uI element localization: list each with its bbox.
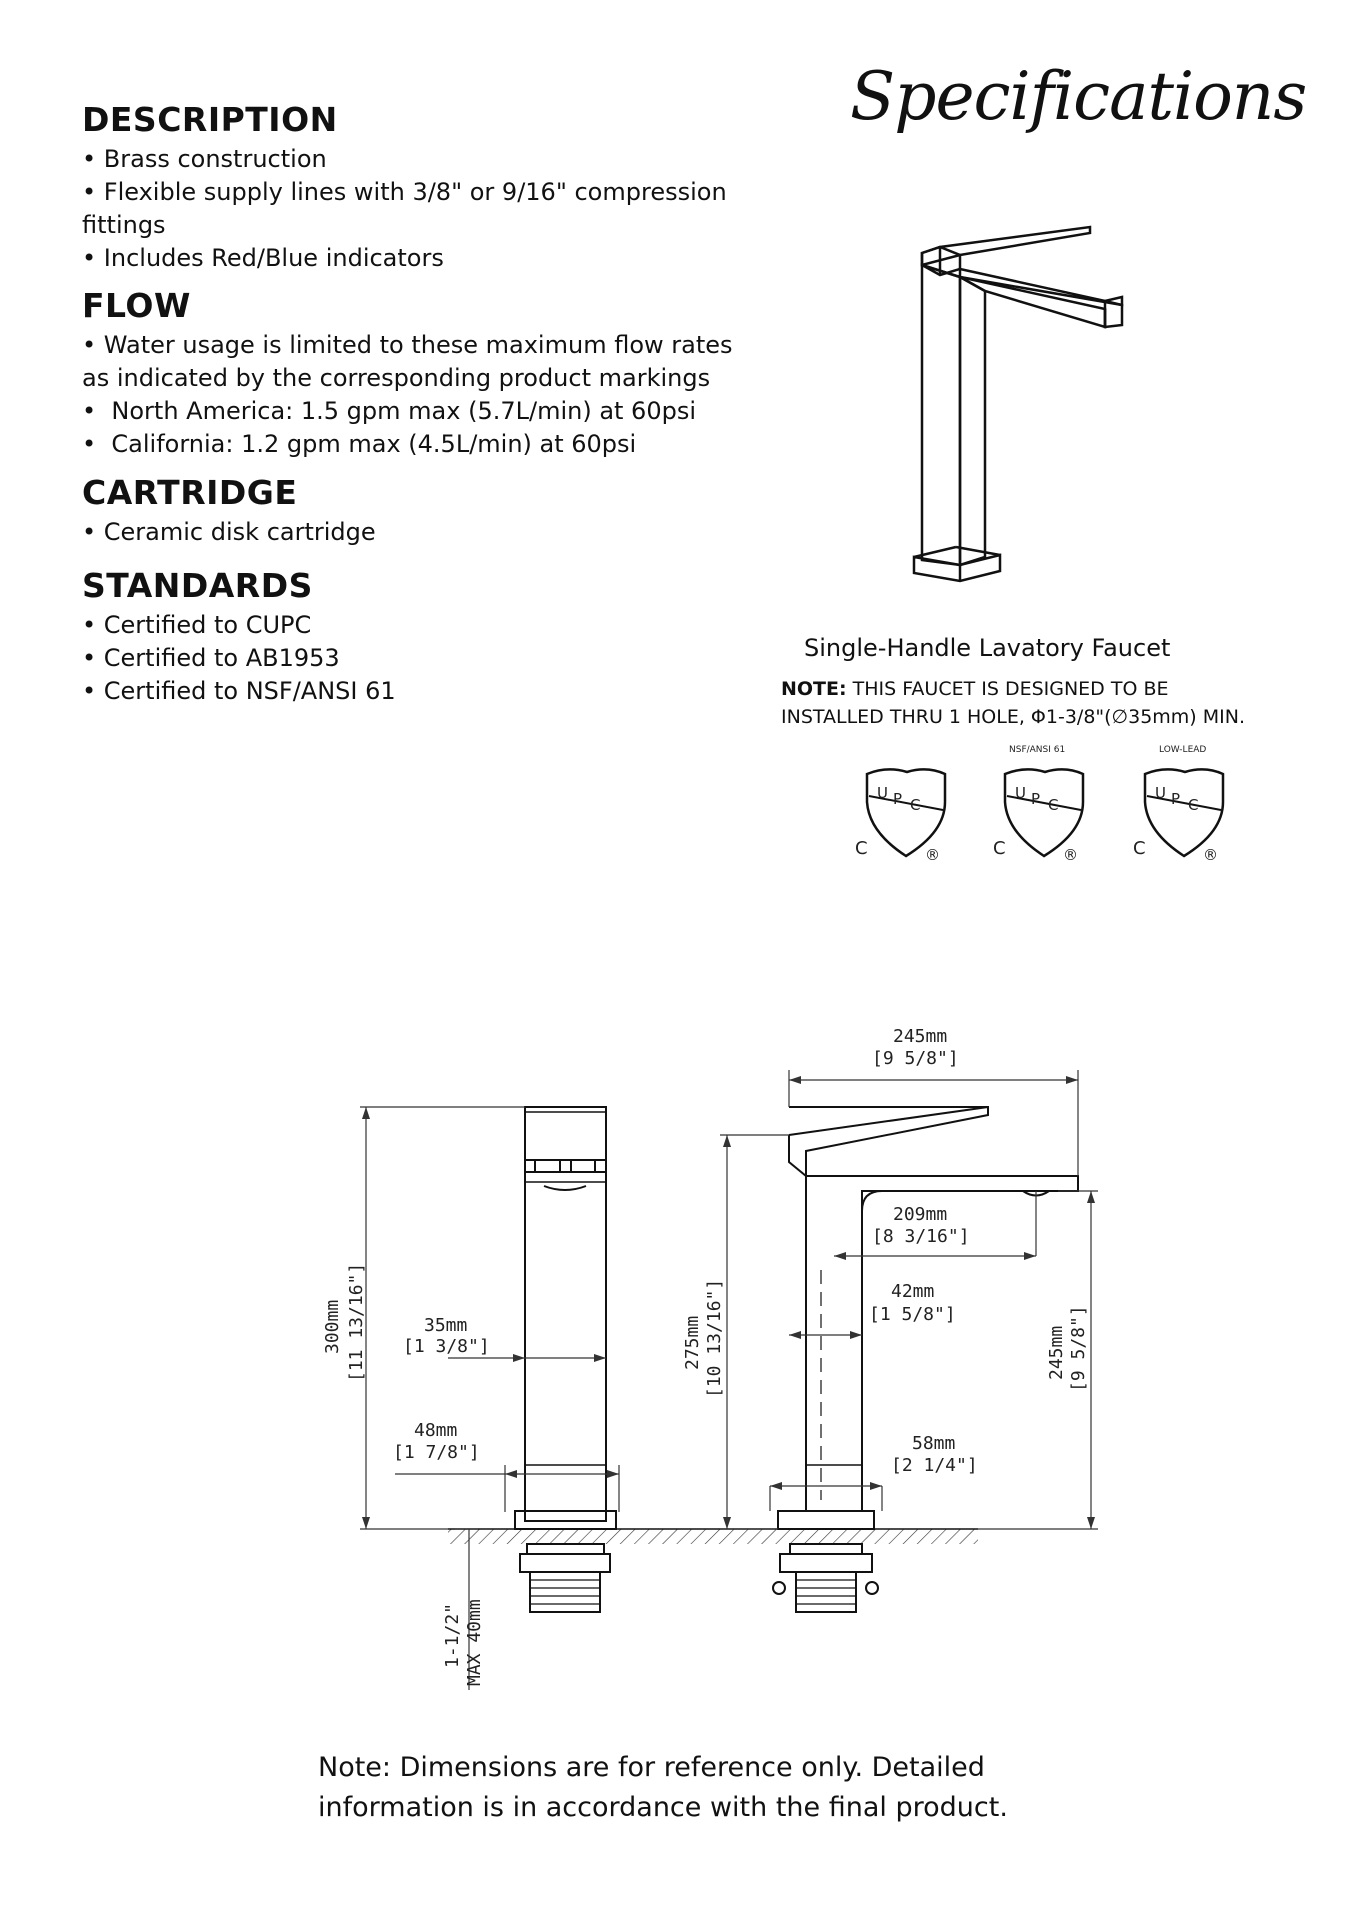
note-line-1: THIS FAUCET IS DESIGNED TO BE: [846, 678, 1169, 700]
standards-list: • Certified to CUPC • Certified to AB195…: [82, 609, 782, 708]
note-label: NOTE:: [781, 678, 847, 700]
flow-line: • Water usage is limited to these maximu…: [82, 331, 733, 359]
front-view-body: [524, 1106, 607, 1522]
dim-275mm-in: [10 13/16"]: [704, 1279, 725, 1398]
description-line: • Flexible supply lines with 3/8" or 9/1…: [82, 178, 727, 206]
dim-42mm-in: [1 5/8"]: [869, 1304, 956, 1325]
dim-209mm: 209mm: [893, 1204, 947, 1225]
cartridge-heading: CARTRIDGE: [82, 473, 298, 512]
cartridge-line: • Ceramic disk cartridge: [82, 518, 376, 546]
cert-label: LOW-LEAD: [1159, 745, 1206, 755]
standards-heading: STANDARDS: [82, 566, 313, 605]
dim-275mm: 275mm: [682, 1316, 703, 1370]
dim-35mm: 35mm: [424, 1315, 467, 1336]
cert-letter: U: [1015, 784, 1026, 802]
dim-deck-in: 1-1/2": [442, 1603, 463, 1668]
cartridge-list: • Ceramic disk cartridge: [82, 516, 782, 549]
dim-209mm-in: [8 3/16"]: [872, 1226, 970, 1247]
dim-35mm-in: [1 3/8"]: [403, 1336, 490, 1357]
description-line: • Includes Red/Blue indicators: [82, 244, 444, 272]
description-line: fittings: [82, 211, 166, 239]
note-line-2: INSTALLED THRU 1 HOLE, Φ1-3/8"(∅35mm) MI…: [781, 706, 1246, 728]
cert-letter: C: [1188, 796, 1198, 814]
dim-245mm: 245mm: [893, 1026, 947, 1047]
cupc-mark: U P C C ®: [855, 768, 947, 862]
flow-line: • North America: 1.5 gpm max (5.7L/min) …: [82, 397, 697, 425]
faucet-perspective-drawing: [912, 225, 1124, 583]
cert-letter: U: [877, 784, 888, 802]
dim-245mm-outlet-in: [9 5/8"]: [1068, 1305, 1089, 1392]
cert-letter: C: [1048, 796, 1058, 814]
dim-58mm-in: [2 1/4"]: [891, 1455, 978, 1476]
description-heading: DESCRIPTION: [82, 100, 338, 139]
standards-line: • Certified to AB1953: [82, 644, 340, 672]
dim-58mm: 58mm: [912, 1433, 955, 1454]
dim-deck-mm: MAX 40mm: [464, 1599, 485, 1686]
cert-letter: P: [893, 790, 902, 808]
dim-245mm-outlet: 245mm: [1046, 1326, 1067, 1380]
product-caption: Single-Handle Lavatory Faucet: [804, 634, 1171, 662]
cert-letter: P: [1171, 790, 1180, 808]
dim-300mm-in: [11 13/16"]: [346, 1263, 367, 1382]
flow-line: • California: 1.2 gpm max (4.5L/min) at …: [82, 430, 637, 458]
certification-marks: U P C C ® NSF/ANSI 61 U P C C ® LOW-LEAD…: [855, 745, 1245, 862]
cert-letter: C: [855, 838, 868, 859]
registered-mark: ®: [925, 846, 940, 862]
standards-line: • Certified to CUPC: [82, 611, 312, 639]
dim-245mm-in: [9 5/8"]: [872, 1048, 959, 1069]
cupc-low-lead-mark: LOW-LEAD U P C C ®: [1133, 745, 1225, 862]
dim-48mm-in: [1 7/8"]: [393, 1442, 480, 1463]
flow-list: • Water usage is limited to these maximu…: [82, 329, 782, 461]
countertop-hatch: [448, 1529, 978, 1544]
cert-letter: C: [910, 796, 920, 814]
standards-line: • Certified to NSF/ANSI 61: [82, 677, 396, 705]
flow-line: as indicated by the corresponding produc…: [82, 364, 711, 392]
dim-42mm: 42mm: [891, 1281, 934, 1302]
footer-note: Note: Dimensions are for reference only.…: [318, 1748, 1008, 1828]
description-list: • Brass construction • Flexible supply l…: [82, 143, 782, 275]
cupc-nsf-mark: NSF/ANSI 61 U P C C ®: [993, 745, 1085, 862]
dim-48mm: 48mm: [414, 1420, 457, 1441]
registered-mark: ®: [1063, 846, 1078, 862]
footer-line-1: Note: Dimensions are for reference only.…: [318, 1752, 985, 1783]
cert-letter: C: [993, 838, 1006, 859]
cert-letter: C: [1133, 838, 1146, 859]
cert-letter: U: [1155, 784, 1166, 802]
cert-label: NSF/ANSI 61: [1009, 745, 1065, 755]
footer-line-2: information is in accordance with the fi…: [318, 1792, 1008, 1823]
registered-mark: ®: [1203, 846, 1218, 862]
page-title: Specifications: [850, 58, 1307, 135]
installation-note: NOTE: THIS FAUCET IS DESIGNED TO BE INST…: [781, 675, 1245, 731]
flow-heading: FLOW: [82, 286, 191, 325]
dim-300mm: 300mm: [322, 1300, 343, 1354]
cert-letter: P: [1031, 790, 1040, 808]
description-line: • Brass construction: [82, 145, 327, 173]
